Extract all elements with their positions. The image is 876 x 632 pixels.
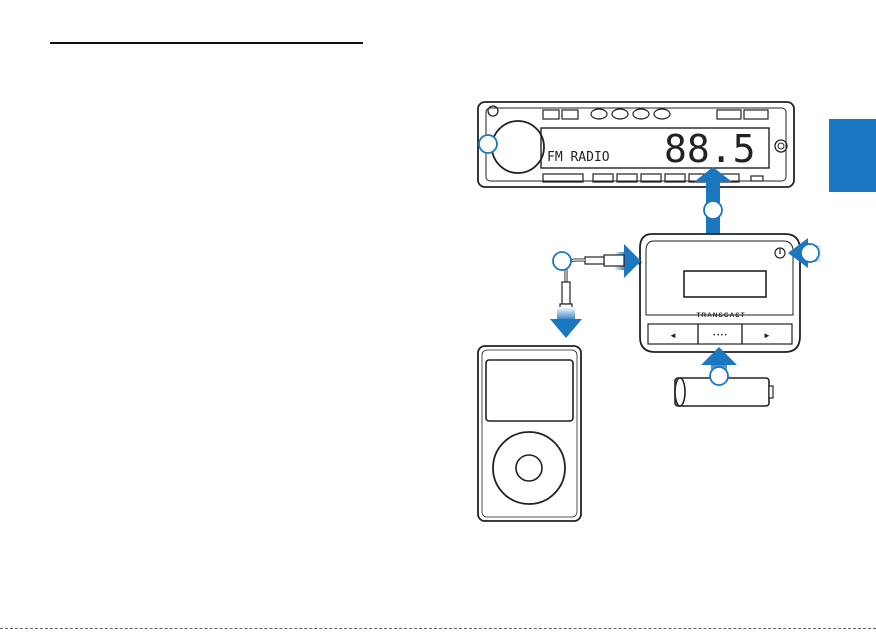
step-marker [479,135,497,153]
step-marker [553,252,571,270]
step-marker [704,201,722,219]
car-radio: FM RADIO 88.5 [478,102,794,187]
brand-label: TRANSCAST [696,312,745,319]
fm-transmitter: TRANSCAST ◄ • • • • ► [637,234,800,352]
step-marker [801,244,819,262]
media-player [478,346,581,521]
next-icon: ► [763,331,771,340]
frequency-readout: 88.5 [664,127,756,171]
menu-dots: • • • • [713,333,726,339]
step-marker [710,367,728,385]
player-arrow [550,307,582,338]
band-label: FM RADIO [547,150,610,165]
prev-icon: ◄ [669,331,677,340]
